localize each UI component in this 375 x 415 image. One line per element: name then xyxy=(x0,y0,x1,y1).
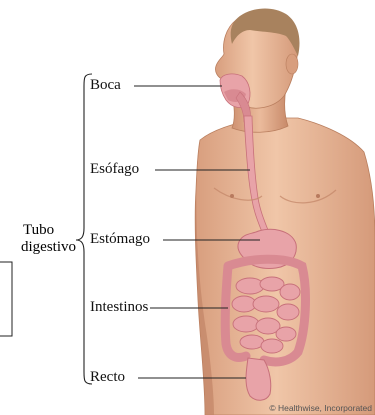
label-recto: Recto xyxy=(90,369,125,386)
label-esofago: Esófago xyxy=(90,161,139,178)
label-estomago: Estómago xyxy=(90,231,150,248)
partial-box xyxy=(0,262,12,336)
ear-shape xyxy=(286,54,298,74)
nipple-left xyxy=(230,194,234,198)
nipple-right xyxy=(316,194,320,198)
copyright-text: © Healthwise, Incorporated xyxy=(269,403,372,413)
group-label: Tubo digestivo xyxy=(23,222,83,256)
torso-shape xyxy=(195,118,375,415)
group-label-line1: Tubo xyxy=(23,222,83,239)
label-intestinos: Intestinos xyxy=(90,299,148,316)
label-boca: Boca xyxy=(90,77,121,94)
group-label-line2: digestivo xyxy=(21,239,83,256)
